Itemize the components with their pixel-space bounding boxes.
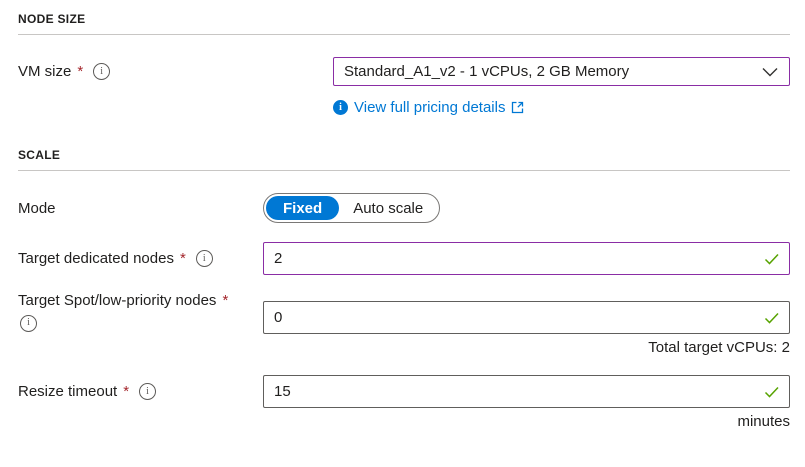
vm-size-selected-value: Standard_A1_v2 - 1 vCPUs, 2 GB Memory — [344, 63, 630, 80]
vm-size-control: Standard_A1_v2 - 1 vCPUs, 2 GB Memory — [333, 57, 790, 86]
mode-option-auto-scale[interactable]: Auto scale — [353, 199, 424, 217]
info-icon[interactable]: i — [20, 314, 37, 332]
total-vcpus-text: Total target vCPUs: 2 — [648, 339, 790, 356]
resize-timeout-row: Resize timeout * i — [18, 375, 790, 408]
pricing-details-link[interactable]: View full pricing details — [354, 99, 506, 116]
section-title-scale: SCALE — [18, 148, 61, 162]
vm-size-row: VM size * i Standard_A1_v2 - 1 vCPUs, 2 … — [18, 57, 790, 86]
target-spot-control — [263, 301, 790, 334]
vm-size-select[interactable]: Standard_A1_v2 - 1 vCPUs, 2 GB Memory — [333, 57, 790, 86]
target-spot-input[interactable] — [263, 301, 790, 334]
mode-label: Mode — [18, 199, 56, 217]
divider — [18, 34, 790, 35]
resize-timeout-label-group: Resize timeout * i — [18, 383, 263, 400]
target-spot-label-line: Target Spot/low-priority nodes * — [18, 292, 263, 309]
mode-toggle[interactable]: Fixed Auto scale — [263, 193, 441, 223]
valid-check-icon — [764, 311, 780, 324]
required-asterisk: * — [77, 63, 84, 80]
mode-control: Fixed Auto scale — [263, 193, 790, 223]
target-dedicated-control — [263, 242, 790, 275]
vm-size-label: VM size — [18, 63, 72, 80]
resize-timeout-control — [263, 375, 790, 408]
valid-check-icon — [764, 252, 780, 265]
target-spot-info-line: i — [18, 312, 263, 332]
mode-option-fixed[interactable]: Fixed — [266, 196, 340, 220]
target-dedicated-label: Target dedicated nodes — [18, 250, 174, 267]
info-icon[interactable]: i — [139, 383, 157, 400]
chevron-down-icon — [762, 67, 778, 76]
valid-check-icon — [764, 385, 780, 398]
vm-size-label-group: VM size * i — [18, 63, 333, 80]
required-asterisk: * — [123, 383, 130, 400]
pricing-link-row: i View full pricing details — [333, 99, 790, 116]
resize-timeout-input[interactable] — [263, 375, 790, 408]
mode-label-group: Mode — [18, 200, 263, 217]
pool-scale-form: NODE SIZE VM size * i Standard_A1_v2 - 1… — [18, 12, 790, 430]
target-spot-label-group: Target Spot/low-priority nodes * i — [18, 292, 263, 332]
divider — [18, 170, 790, 171]
info-icon[interactable]: i — [195, 250, 213, 267]
required-asterisk: * — [222, 292, 229, 309]
target-dedicated-label-group: Target dedicated nodes * i — [18, 250, 263, 267]
unit-label: minutes — [737, 413, 790, 430]
external-link-icon — [511, 101, 524, 114]
target-spot-row: Target Spot/low-priority nodes * i — [18, 292, 790, 334]
required-asterisk: * — [179, 250, 186, 267]
mode-row: Mode Fixed Auto scale — [18, 193, 790, 223]
section-title-node-size: NODE SIZE — [18, 12, 86, 26]
target-dedicated-input[interactable] — [263, 242, 790, 275]
resize-timeout-label: Resize timeout — [18, 383, 118, 400]
info-filled-icon: i — [333, 100, 348, 115]
target-dedicated-row: Target dedicated nodes * i — [18, 242, 790, 275]
target-spot-label: Target Spot/low-priority nodes — [18, 292, 217, 309]
info-icon[interactable]: i — [93, 63, 111, 80]
